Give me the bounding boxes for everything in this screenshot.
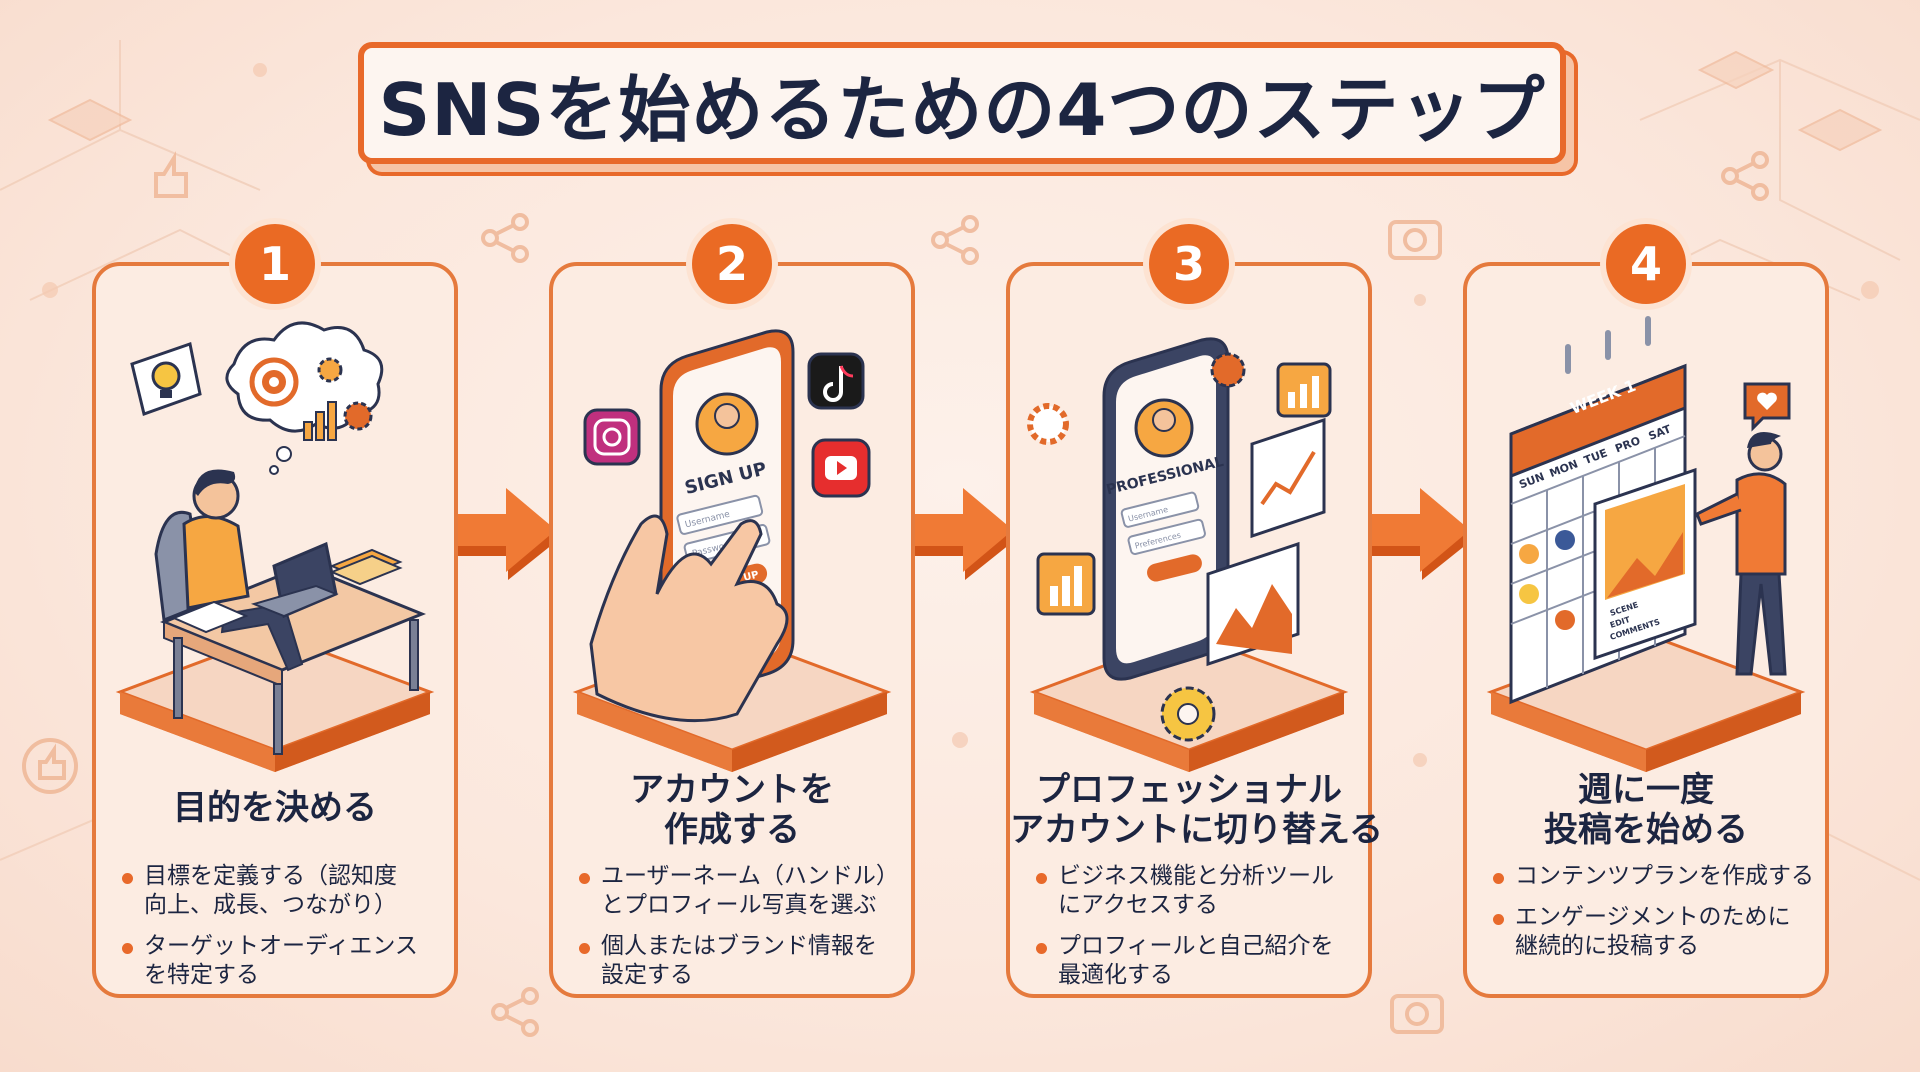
step-bullets: 目標を定義する（認知度向上、成長、つながり） ターゲットオーディエンスを特定する [122, 862, 448, 1002]
thought-cloud [225, 321, 384, 475]
camera-icon [1388, 220, 1444, 1034]
step-bullets: ユーザーネーム（ハンドル）とプロフィール写真を選ぶ 個人またはブランド情報を設定… [579, 862, 905, 1002]
arrow-right-icon [442, 488, 558, 580]
bullet-item: プロフィールと自己紹介を最適化する [1036, 932, 1362, 990]
step-title: アカウントを 作成する [630, 770, 834, 850]
bullet-item: コンテンツプランを作成する [1493, 862, 1819, 891]
share-icon [481, 151, 1769, 1037]
page-title: SNSを始めるための4つのステップ [378, 67, 1546, 152]
thumbs-up-icon [22, 151, 188, 794]
step-2-illustration: SIGN UP Username Password SIGN UP [572, 329, 892, 772]
photo-icon: SCENE EDIT COMMENTS [1593, 467, 1697, 661]
step-bullets: ビジネス機能と分析ツールにアクセスする プロフィールと自己紹介を最適化する [1036, 862, 1362, 1002]
step-number-badge: 3 [1149, 224, 1229, 304]
target-icon [249, 357, 299, 407]
hand-icon [589, 514, 789, 723]
bullet-item: 目標を定義する（認知度向上、成長、つながり） [122, 862, 448, 920]
step-bullets: コンテンツプランを作成する エンゲージメントのために継続的に投稿する [1493, 862, 1819, 973]
gear-icon [317, 357, 373, 431]
bar-chart-icon [1036, 362, 1332, 616]
arrow-right-icon [1356, 488, 1472, 580]
bullet-item: ユーザーネーム（ハンドル）とプロフィール写真を選ぶ [579, 862, 905, 920]
bullet-item: エンゲージメントのために継続的に投稿する [1493, 903, 1819, 961]
gear-icon [1027, 352, 1246, 742]
youtube-icon [811, 438, 871, 498]
step-card-2: 2 SIGN UP Username Password SIGN UP [549, 224, 915, 998]
step-title: 週に一度 投稿を始める [1544, 770, 1748, 850]
step-title: 目的を決める [173, 788, 377, 828]
instagram-icon [583, 408, 641, 466]
line-chart-icon [1206, 417, 1326, 667]
step-number-badge: 4 [1606, 224, 1686, 304]
step-number-badge: 1 [235, 224, 315, 304]
bullet-item: ビジネス機能と分析ツールにアクセスする [1036, 862, 1362, 920]
person [1695, 432, 1787, 676]
step-4-illustration: WEEK 1 SUN MON TUE PRO SAT SCENE EDIT [1486, 316, 1806, 772]
step-card-3: 3 PROFESSIONAL Username Preferences [1006, 224, 1383, 998]
arrow-right-icon [899, 488, 1015, 580]
bullet-item: 個人またはブランド情報を設定する [579, 932, 905, 990]
step-title: プロフェッショナル アカウントに切り替える [1010, 770, 1383, 850]
tiktok-icon [807, 352, 865, 410]
lightbulb-icon [130, 342, 202, 416]
laptop-icon [250, 541, 339, 619]
step-card-4: 4 WEEK 1 SUN MON TUE PRO SAT [1463, 224, 1829, 998]
bullet-item: ターゲットオーディエンスを特定する [122, 932, 448, 990]
title-banner: SNSを始めるための4つのステップ [358, 42, 1566, 164]
step-3-illustration: PROFESSIONAL Username Preferences [1027, 337, 1349, 772]
bar-chart-icon [303, 401, 337, 441]
heart-icon [1743, 382, 1791, 432]
step-number-badge: 2 [692, 224, 772, 304]
step-card-1: 1 [92, 224, 458, 998]
step-1-illustration [115, 321, 435, 772]
phone: PROFESSIONAL Username Preferences [1102, 337, 1230, 681]
